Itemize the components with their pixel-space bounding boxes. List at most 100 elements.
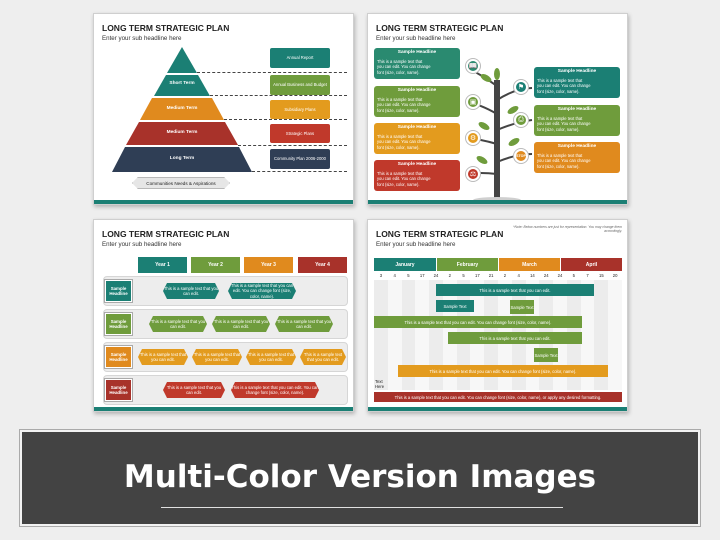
stop-icon: STOP: [514, 149, 528, 163]
day-label: 21: [488, 273, 494, 278]
slide-year-plan[interactable]: LONG TERM STRATEGIC PLAN Enter your sub …: [93, 219, 354, 412]
tree-card: Sample Headline This is a sample text th…: [534, 105, 620, 136]
day-label: 20: [612, 273, 618, 278]
gear-icon: ⚙: [466, 131, 480, 145]
slide-subtitle: Enter your sub headline here: [376, 241, 456, 248]
gantt-column: [608, 280, 622, 390]
pyramid-label: Short Term: [169, 81, 195, 86]
connector-line: [238, 145, 347, 146]
pyramid-label: Long Term: [169, 156, 195, 161]
book-icon: 📖: [466, 59, 480, 73]
gantt-column: [374, 280, 388, 390]
gantt-bar: This is a sample text that you can edit.: [436, 284, 594, 296]
gantt-bar: Sample Text: [436, 300, 474, 312]
row-label: Text Here: [375, 379, 385, 389]
scales-icon: ⚖: [466, 167, 480, 181]
slide-pyramid[interactable]: LONG TERM STRATEGIC PLAN Enter your sub …: [93, 13, 354, 205]
flag-icon: ⚑: [514, 80, 528, 94]
pyramid-footer: Communities Needs & Aspirations: [132, 177, 230, 189]
row-label: Sample Headline: [105, 346, 132, 368]
slide-title: LONG TERM STRATEGIC PLAN: [376, 229, 504, 239]
plan-box-strategic: Strategic Plans: [270, 124, 330, 143]
day-label: 4: [517, 273, 520, 278]
connector-line: [197, 72, 347, 73]
plan-box-annual-report: Annual Report: [270, 48, 330, 68]
pyramid-tier-5: [112, 147, 252, 172]
task-chip: This is a sample text that you can edit.: [138, 349, 188, 365]
task-chip: This is a sample text that you can edit.: [163, 382, 225, 398]
table-row: [103, 276, 348, 306]
gantt-bar: Sample Text: [534, 348, 558, 362]
gantt-bar: This is a sample text that you can edit.: [448, 332, 582, 344]
card-headline: Sample Headline: [397, 50, 437, 55]
printer-icon: ⎙: [514, 113, 528, 127]
day-label: 24: [433, 273, 439, 278]
tree-card: Sample Headline This is a sample text th…: [374, 123, 460, 154]
card-text-line: This is a sample text that: [537, 153, 583, 158]
card-text-line: font (size, color, name).: [537, 163, 580, 169]
gantt-footer-bar: This is a sample text that you can edit.…: [374, 392, 622, 402]
pyramid-tier-2: [154, 75, 210, 96]
card-headline: Sample Headline: [557, 107, 597, 112]
card-text-line: you can edit. You can change: [377, 64, 431, 70]
day-label: 17: [474, 273, 480, 278]
task-chip: This is a sample text that you can edit.: [275, 316, 333, 332]
card-text-line: This is a sample text that: [377, 97, 423, 102]
pyramid-tier-3: [140, 98, 224, 120]
pyramid-graphic: [112, 47, 252, 172]
table-row: [103, 375, 348, 405]
task-chip: This is a sample text that you can edit.: [192, 349, 242, 365]
pyramid-tier-4: [126, 122, 238, 145]
slide-subtitle: Enter your sub headline here: [102, 35, 182, 42]
day-label: 17: [419, 273, 425, 278]
card-text-line: This is a sample text that: [537, 78, 583, 83]
card-headline: Sample Headline: [397, 88, 437, 93]
briefcase-icon: ▣: [466, 95, 480, 109]
plan-box-community: Community Plan 2006-2000: [270, 149, 330, 169]
year-header: Year 1: [138, 257, 187, 273]
card-text-line: This is a sample text that: [377, 134, 423, 139]
task-chip: This is a sample text that you can edit.: [212, 316, 270, 332]
day-label: 15: [598, 273, 604, 278]
pyramid-tier-1: [167, 47, 197, 73]
connector-line: [210, 95, 347, 96]
pyramid-label: Medium Term: [166, 130, 198, 135]
gantt-column: [415, 280, 430, 390]
year-header: Year 4: [298, 257, 347, 273]
card-headline: Sample Headline: [397, 162, 437, 167]
gantt-column: [580, 280, 595, 390]
card-text-line: font (size, color, name).: [537, 88, 580, 94]
card-text-line: you can edit. You can change: [377, 139, 431, 145]
task-chip: This is a sample text that you can edit.: [246, 349, 296, 365]
day-label: 5: [462, 273, 465, 278]
card-text-line: you can edit. You can change: [377, 176, 431, 182]
gantt-column: [387, 280, 402, 390]
card-text-line: font (size, color, name).: [377, 69, 420, 75]
gantt-bar: This is a sample text that you can edit.…: [374, 316, 582, 328]
connector-line: [252, 171, 347, 172]
day-label: 2: [503, 273, 507, 278]
card-text-line: font (size, color, name).: [377, 144, 420, 150]
card-text-line: font (size, color, name).: [537, 126, 580, 132]
day-label: 3: [379, 273, 383, 278]
day-label: 14: [530, 273, 535, 278]
plan-box-annual-business: Annual Business and Budget: [270, 75, 330, 95]
row-label: Sample Headline: [105, 280, 132, 302]
task-chip: This is a sample text that you can edit.: [300, 349, 346, 365]
slide-gantt[interactable]: LONG TERM STRATEGIC PLAN Enter your sub …: [367, 219, 628, 412]
day-label: 5: [407, 273, 410, 278]
year-header: Year 3: [244, 257, 293, 273]
plan-box-subsidiary: Subsidiary Plans: [270, 100, 330, 119]
day-label: 2: [448, 273, 451, 278]
day-label: 5: [572, 273, 575, 278]
month-header: January: [374, 258, 436, 271]
card-headline: Sample Headline: [397, 125, 437, 130]
card-text-line: you can edit. You can change: [537, 83, 591, 89]
note-text: *Note: Below numbers are just for repres…: [513, 225, 622, 234]
slide-tree[interactable]: LONG TERM STRATEGIC PLAN Enter your sub …: [367, 13, 628, 205]
task-chip: This is a sample text that you can edit.…: [231, 382, 319, 398]
card-text-line: font (size, color, name).: [377, 181, 420, 187]
slide-subtitle: Enter your sub headline here: [376, 35, 456, 42]
slide-title: LONG TERM STRATEGIC PLAN: [376, 23, 504, 33]
card-text-line: you can edit. You can change: [537, 121, 591, 127]
